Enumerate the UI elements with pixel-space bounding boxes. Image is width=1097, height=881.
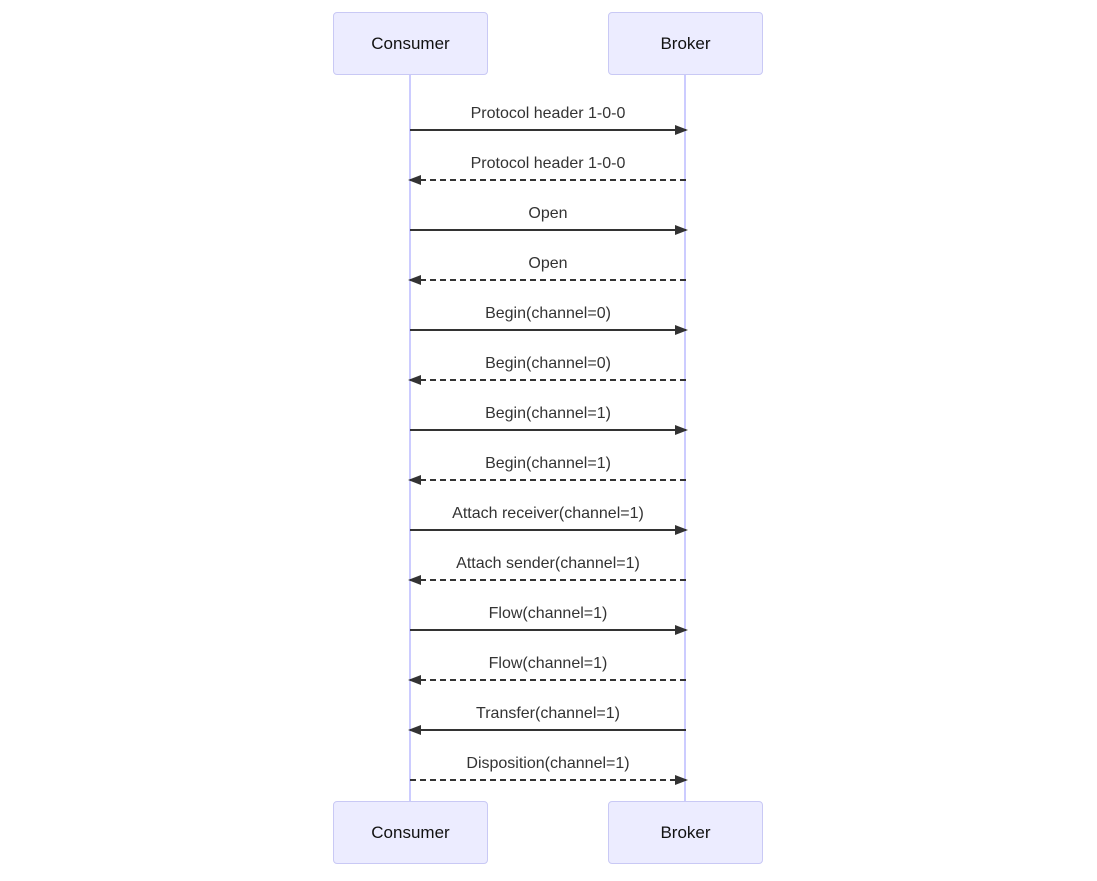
message-row: Open xyxy=(410,181,688,235)
message-line xyxy=(410,425,688,435)
message-line xyxy=(410,525,688,535)
message-row: Attach sender(channel=1) xyxy=(408,531,686,585)
message-label: Flow(channel=1) xyxy=(488,605,608,622)
lifeline-broker xyxy=(684,75,686,801)
actor-consumer-top-label: Consumer xyxy=(371,33,450,53)
message-row: Protocol header 1-0-0 xyxy=(408,131,686,185)
arrowhead-icon xyxy=(408,175,421,185)
message-row: Protocol header 1-0-0 xyxy=(410,75,688,135)
actor-broker-top: Broker xyxy=(608,12,763,75)
message-line xyxy=(410,325,688,335)
arrowhead-icon xyxy=(675,225,688,235)
message-label: Protocol header 1-0-0 xyxy=(470,105,626,122)
message-line xyxy=(410,775,688,785)
message-label: Begin(channel=0) xyxy=(485,305,611,322)
message-line xyxy=(410,225,688,235)
message-row: Attach receiver(channel=1) xyxy=(410,481,688,535)
actor-broker-bottom-label: Broker xyxy=(660,822,711,842)
message-line xyxy=(410,625,688,635)
arrowhead-icon xyxy=(408,475,421,485)
message-line xyxy=(408,575,686,585)
message-row: Begin(channel=0) xyxy=(408,331,686,385)
message-label: Transfer(channel=1) xyxy=(476,705,620,722)
message-line xyxy=(408,675,686,685)
message-label: Disposition(channel=1) xyxy=(466,755,630,772)
arrowhead-icon xyxy=(675,325,688,335)
arrowhead-icon xyxy=(675,625,688,635)
arrowhead-icon xyxy=(408,275,421,285)
message-line xyxy=(410,125,688,135)
actor-consumer-bottom: Consumer xyxy=(333,801,488,864)
message-label: Protocol header 1-0-0 xyxy=(470,155,626,172)
message-label: Flow(channel=1) xyxy=(488,655,608,672)
actor-broker-bottom: Broker xyxy=(608,801,763,864)
message-row: Begin(channel=1) xyxy=(410,381,688,435)
message-label: Attach sender(channel=1) xyxy=(456,555,640,572)
actor-consumer-bottom-label: Consumer xyxy=(371,822,450,842)
arrowhead-icon xyxy=(675,125,688,135)
message-line xyxy=(408,475,686,485)
message-label: Attach receiver(channel=1) xyxy=(452,505,644,522)
actor-consumer-top: Consumer xyxy=(333,12,488,75)
arrowhead-icon xyxy=(675,525,688,535)
arrowhead-icon xyxy=(408,675,421,685)
message-label: Begin(channel=1) xyxy=(485,455,611,472)
message-line xyxy=(408,375,686,385)
arrowhead-icon xyxy=(675,425,688,435)
message-row: Flow(channel=1) xyxy=(410,581,688,635)
arrowhead-icon xyxy=(408,575,421,585)
message-row: Disposition(channel=1) xyxy=(410,731,688,785)
message-line xyxy=(408,175,686,185)
message-label: Open xyxy=(528,255,568,272)
message-row: Begin(channel=1) xyxy=(408,431,686,485)
arrowhead-icon xyxy=(408,725,421,735)
arrowhead-icon xyxy=(408,375,421,385)
arrowhead-icon xyxy=(675,775,688,785)
message-row: Begin(channel=0) xyxy=(410,281,688,335)
message-row: Flow(channel=1) xyxy=(408,631,686,685)
message-label: Begin(channel=1) xyxy=(485,405,611,422)
message-label: Open xyxy=(528,205,568,222)
message-line xyxy=(408,725,686,735)
message-label: Begin(channel=0) xyxy=(485,355,611,372)
actor-broker-top-label: Broker xyxy=(660,33,711,53)
message-line xyxy=(408,275,686,285)
message-row: Transfer(channel=1) xyxy=(408,681,686,735)
lifeline-consumer xyxy=(409,75,411,801)
message-row: Open xyxy=(408,231,686,285)
message-list: Protocol header 1-0-0 Protocol header 1-… xyxy=(408,75,688,785)
